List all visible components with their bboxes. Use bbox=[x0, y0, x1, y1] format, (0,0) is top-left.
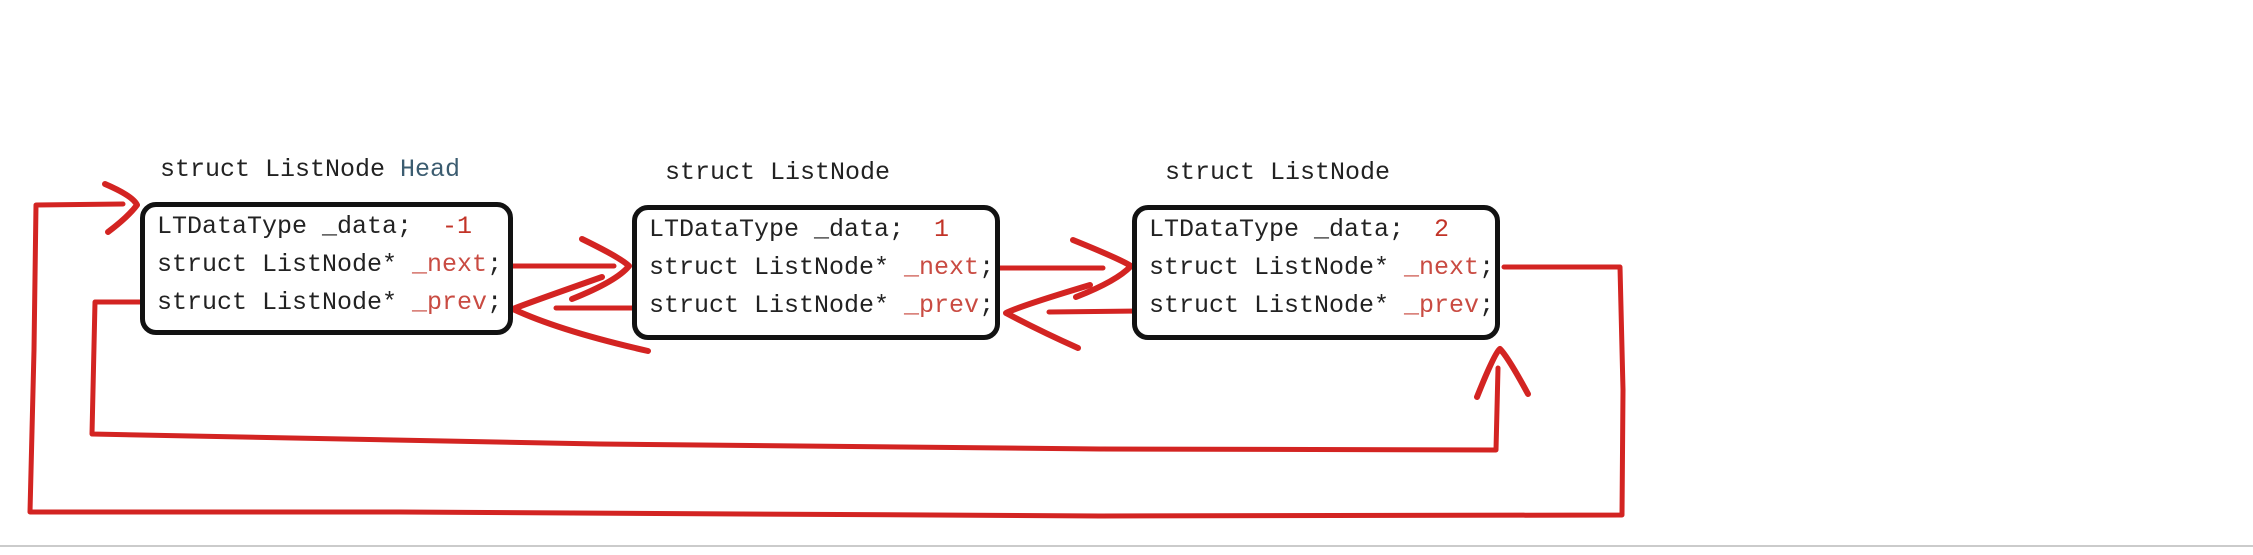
arrowhead-into-node2-prev bbox=[1003, 282, 1093, 351]
semicolon: ; bbox=[1479, 253, 1495, 282]
semicolon: ; bbox=[1479, 291, 1495, 320]
semicolon: ; bbox=[979, 291, 995, 320]
prev-member: _prev bbox=[904, 291, 980, 320]
listnode-box-head: LTDataType _data; -1 struct ListNode* _n… bbox=[140, 202, 513, 335]
head-label: Head bbox=[400, 155, 461, 184]
code-text: struct ListNode* bbox=[1149, 253, 1405, 282]
prev-field-line: struct ListNode* _prev; bbox=[1149, 287, 1495, 325]
arrow-head-prev-to-node3-loop bbox=[89, 299, 1501, 453]
arrowhead-into-node2-next bbox=[569, 236, 632, 302]
data-field-line: LTDataType _data; -1 bbox=[157, 208, 508, 246]
arrowhead-into-head bbox=[102, 181, 140, 235]
code-text: struct ListNode* bbox=[1149, 291, 1405, 320]
arrowhead-into-head-prev bbox=[510, 274, 651, 354]
next-member: _next bbox=[904, 253, 980, 282]
prev-member: _prev bbox=[1404, 291, 1480, 320]
code-text: LTDataType _data; bbox=[1149, 215, 1435, 244]
code-text: struct ListNode* bbox=[649, 253, 905, 282]
prev-field-line: struct ListNode* _prev; bbox=[649, 287, 995, 325]
code-text: LTDataType _data; bbox=[157, 212, 443, 241]
listnode-box-3: LTDataType _data; 2 struct ListNode* _ne… bbox=[1132, 205, 1500, 340]
node-title-text: struct ListNode bbox=[160, 155, 401, 184]
node-title-node2: struct ListNode bbox=[665, 156, 890, 190]
next-field-line: struct ListNode* _next; bbox=[157, 246, 508, 284]
data-field-line: LTDataType _data; 1 bbox=[649, 211, 995, 249]
next-member: _next bbox=[412, 250, 488, 279]
bottom-divider bbox=[0, 545, 2253, 547]
arrowhead-up-into-node3 bbox=[1474, 346, 1531, 400]
code-text: struct ListNode* bbox=[649, 291, 905, 320]
prev-member: _prev bbox=[412, 288, 488, 317]
prev-field-line: struct ListNode* _prev; bbox=[157, 284, 508, 322]
next-member: _next bbox=[1404, 253, 1480, 282]
data-value: -1 bbox=[442, 212, 473, 241]
node-title-text: struct ListNode bbox=[665, 158, 891, 187]
code-text: struct ListNode* bbox=[157, 250, 413, 279]
node-title-head: struct ListNode Head bbox=[160, 153, 460, 187]
node-title-node3: struct ListNode bbox=[1165, 156, 1390, 190]
arrowhead-into-node3-next bbox=[1070, 237, 1134, 300]
listnode-box-2: LTDataType _data; 1 struct ListNode* _ne… bbox=[632, 205, 1000, 340]
data-value: 2 bbox=[1434, 215, 1450, 244]
data-field-line: LTDataType _data; 2 bbox=[1149, 211, 1495, 249]
semicolon: ; bbox=[487, 288, 503, 317]
data-value: 1 bbox=[934, 215, 950, 244]
next-field-line: struct ListNode* _next; bbox=[1149, 249, 1495, 287]
semicolon: ; bbox=[487, 250, 503, 279]
arrow-node3-prev-to-node2-line bbox=[1046, 308, 1143, 315]
node-title-text: struct ListNode bbox=[1165, 158, 1391, 187]
arrow-node3-next-to-head-loop bbox=[27, 201, 1626, 519]
code-text: LTDataType _data; bbox=[649, 215, 935, 244]
next-field-line: struct ListNode* _next; bbox=[649, 249, 995, 287]
code-text: struct ListNode* bbox=[157, 288, 413, 317]
semicolon: ; bbox=[979, 253, 995, 282]
